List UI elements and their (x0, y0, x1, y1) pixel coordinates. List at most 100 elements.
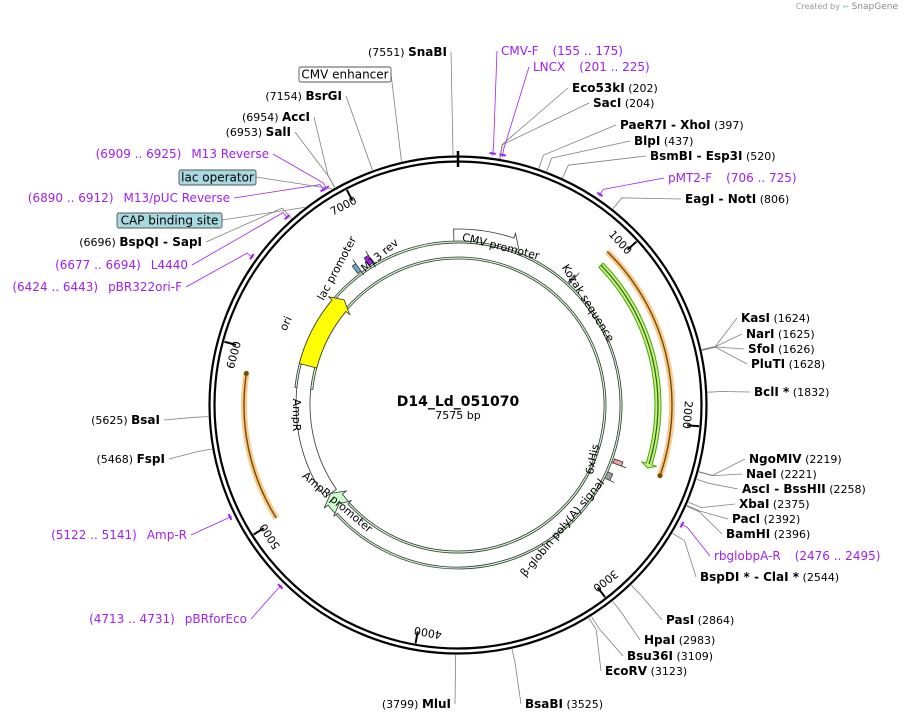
enzyme-name: Eco53kI (572, 81, 625, 95)
enzyme-leader-line (450, 51, 454, 156)
primer-label[interactable]: pMT2-F(706 .. 725) (668, 171, 797, 185)
enzyme-label[interactable]: KasI (1624) (741, 311, 810, 325)
primer-leader-line (190, 515, 232, 536)
primer-range: (706 .. 725) (726, 171, 796, 185)
enzyme-leader-line (612, 197, 682, 210)
enzyme-label[interactable]: PacI (2392) (732, 512, 800, 526)
feature-lac-promoter[interactable] (351, 259, 365, 276)
enzyme-leader-line (511, 649, 522, 705)
enzyme-leader-line (701, 346, 748, 365)
enzyme-leader-line (707, 391, 751, 393)
primer-label[interactable]: (6909 .. 6925)M13 Reverse (96, 147, 269, 161)
enzyme-coord: (3799) (382, 698, 422, 711)
box-lac-operator[interactable] (178, 169, 257, 186)
enzyme-name: BspQI (119, 235, 159, 249)
credit-prefix: Created by (795, 2, 840, 11)
primer-range: (6677 .. 6694) (55, 258, 141, 272)
enzyme-label[interactable]: (6696) BspQI - SapI (79, 235, 202, 249)
enzyme-name: SalI (266, 125, 291, 139)
enzyme-label[interactable]: HpaI (2983) (644, 633, 715, 647)
primer-label[interactable]: CMV-F(155 .. 175) (501, 44, 623, 58)
enzyme-label[interactable]: (5625) BsaI (91, 413, 160, 427)
feature-ampr[interactable] (294, 240, 623, 570)
enzyme-label[interactable]: Bsu36I (3109) (627, 649, 713, 663)
enzyme-label[interactable]: PluTI (1628) (751, 357, 825, 371)
feature-kozak-sequence[interactable] (566, 272, 580, 288)
primer-label[interactable]: (6424 .. 6443)pBR322ori-F (12, 280, 182, 294)
enzyme-leader-line (499, 87, 569, 159)
enzyme-label[interactable]: Eco53kI (202) (572, 81, 658, 95)
enzyme-leader-line (546, 140, 631, 172)
enzyme-coord: (3109) (673, 650, 713, 663)
enzyme-label[interactable]: SacI (204) (593, 96, 654, 110)
enzyme-leader-line (631, 584, 663, 621)
enzyme-coord: (806) (756, 193, 789, 206)
enzyme-label[interactable]: PasI (2864) (666, 613, 734, 627)
primer-name: M13/pUC Reverse (124, 191, 231, 205)
enzyme-label[interactable]: AscI - BssHII (2258) (742, 482, 866, 496)
enzyme-label[interactable]: (3799) MluI (382, 697, 451, 711)
primer-label[interactable]: rbglobpA-R(2476 .. 2495) (714, 549, 880, 563)
enzyme-label[interactable]: (7154) BsrGI (265, 89, 342, 103)
feature-ampr-promoter[interactable] (295, 242, 621, 568)
snapgene-logo-icon: ➳ (842, 2, 850, 11)
enzyme-label[interactable]: BsmBI - Esp3I (520) (650, 149, 776, 163)
enzyme-label[interactable]: BclI * (1832) (754, 385, 829, 399)
box-leader-line (221, 207, 305, 221)
ruler-tick (626, 240, 638, 251)
primer-label[interactable]: (5122 .. 5141)Amp-R (51, 528, 187, 542)
enzyme-label[interactable]: BlpI (437) (634, 134, 693, 148)
box-leader-line (390, 73, 402, 162)
box-cap-binding-site[interactable] (116, 212, 223, 229)
enzyme-label[interactable]: (5468) FspI (97, 452, 165, 466)
credit-badge[interactable]: Created by ➳ SnapGene (796, 2, 898, 12)
enzyme-label[interactable]: EagI - NotI (806) (685, 192, 789, 206)
enzyme-name: Esp3I (706, 149, 743, 163)
primer-site-mark (499, 153, 506, 157)
primer-leader-line (491, 50, 498, 156)
enzyme-name: BsrGI (305, 89, 342, 103)
feature-6xhis[interactable] (608, 458, 627, 469)
enzyme-label[interactable]: (6954) AccI (242, 110, 310, 124)
enzyme-label[interactable]: NgoMIV (2219) (749, 452, 842, 466)
enzyme-label[interactable]: BspDI * - ClaI * (2544) (700, 570, 839, 584)
feature-label: AmpR (290, 399, 303, 432)
enzyme-coord: (520) (743, 150, 776, 163)
site-labels[interactable]: Eco53kI (202)SacI (204) PaeR7I - XhoI (39… (12, 44, 880, 711)
enzyme-label[interactable]: (7551) SnaBI (368, 45, 447, 59)
enzyme-name: PasI (666, 613, 694, 627)
primer-range: (6890 .. 6912) (28, 191, 114, 205)
enzyme-coord: (2392) (760, 513, 800, 526)
enzyme-coord: (7154) (265, 90, 305, 103)
primer-label[interactable]: (6677 .. 6694)L4440 (55, 258, 188, 272)
enzyme-label[interactable]: EcoRV (3123) (605, 664, 687, 678)
credit-brand: SnapGene (851, 2, 898, 12)
enzyme-dash: - (750, 570, 763, 584)
ruler-tick-label: 2000 (680, 400, 695, 429)
enzyme-leader-line (701, 346, 745, 351)
enzyme-leader-line (294, 131, 336, 188)
enzyme-name: PluTI (751, 357, 785, 371)
enzyme-name: EagI (685, 192, 714, 206)
box-cmv-enhancer[interactable] (298, 66, 392, 83)
feature-ori[interactable] (298, 296, 351, 369)
primer-site-mark (277, 583, 284, 590)
primer-range: (155 .. 175) (552, 44, 622, 58)
enzyme-label[interactable]: PaeR7I - XhoI (397) (620, 118, 744, 132)
enzyme-dash: - (692, 149, 705, 163)
enzyme-label[interactable]: BamHI (2396) (726, 527, 810, 541)
enzyme-leader-line (698, 458, 746, 476)
primer-label[interactable]: (4713 .. 4731)pBRforEco (89, 612, 247, 626)
enzyme-label[interactable]: NarI (1625) (746, 327, 815, 341)
primer-label[interactable]: LNCX(201 .. 225) (533, 60, 650, 74)
enzyme-label[interactable]: SfoI (1626) (748, 342, 815, 356)
primer-label[interactable]: (6890 .. 6912) M13/pUC Reverse (28, 191, 230, 205)
enzyme-coord: (437) (660, 135, 693, 148)
enzyme-label[interactable]: NaeI (2221) (746, 467, 817, 481)
orf-arrow-head (243, 370, 249, 376)
feature-m13-rev[interactable] (363, 250, 376, 268)
enzyme-label[interactable]: (6953) SalI (226, 125, 291, 139)
enzyme-label[interactable]: BsaBI (3525) (525, 697, 603, 711)
enzyme-leader-line (588, 617, 602, 672)
enzyme-label[interactable]: XbaI (2375) (739, 497, 809, 511)
